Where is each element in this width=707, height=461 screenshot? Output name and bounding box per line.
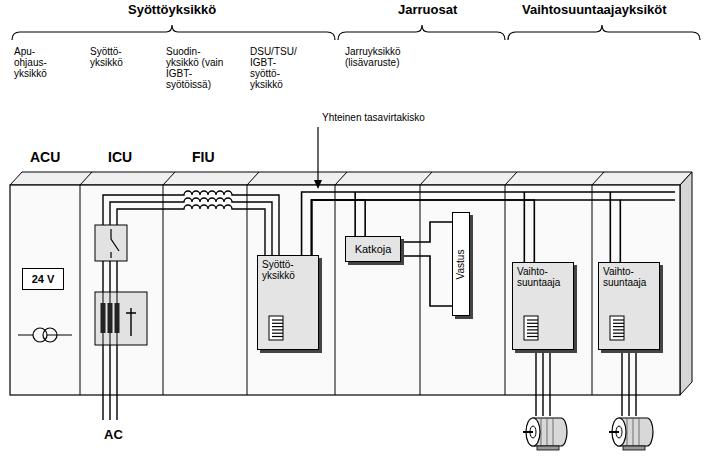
section-heading: FIU (192, 150, 215, 165)
part-label: Syöttö- yksikkö (90, 46, 123, 68)
bus-conductor (401, 256, 452, 306)
module-icon (609, 315, 633, 341)
module-outline (269, 316, 283, 340)
label-anchor: ICU (108, 150, 132, 165)
label-anchor: DSU/TSU/ IGBT- syöttö- yksikkö (250, 46, 297, 90)
fuse (108, 303, 113, 333)
section-heading: ACU (30, 150, 60, 165)
label-anchor: Suodin- yksikkö (vain IGBT- syötöissä) (166, 46, 234, 90)
label-anchor: AC (104, 428, 123, 442)
main-switch (95, 225, 127, 261)
label-anchor: ACU (30, 150, 60, 165)
dc-bus (620, 199, 675, 201)
section-heading: ICU (108, 150, 132, 165)
module-plate (272, 336, 283, 337)
bus-conductor (354, 192, 356, 236)
switch-symbol (111, 229, 119, 258)
ac-wire (110, 198, 272, 255)
label-anchor: Syöttö- yksikkö (90, 46, 123, 68)
ac-wire (103, 261, 117, 292)
section-heading: AC (104, 428, 123, 442)
motor (523, 418, 567, 450)
unit-name: Vaihto- suuntaaja (513, 263, 564, 291)
resistor-box: Vastus (452, 212, 470, 316)
fuse-unit (95, 292, 147, 345)
fuse (115, 303, 120, 333)
bus-conductor (524, 192, 526, 262)
module-plate (613, 336, 624, 337)
part-label: Suodin- yksikkö (vain IGBT- syötöissä) (166, 46, 234, 90)
unit-name: Katkoja (351, 240, 396, 258)
part-label: Yhteinen tasavirtakisko (322, 112, 425, 123)
module-plate (527, 336, 538, 337)
unit-box: Vaihto- suuntaaja (598, 262, 660, 350)
transformer-coil (43, 328, 57, 342)
unit-name: 24 V (28, 270, 59, 288)
module-plate (272, 323, 283, 324)
module-plate (527, 323, 538, 324)
module-plate (613, 323, 624, 324)
group-bracket (508, 25, 700, 40)
ac-wire (103, 191, 279, 255)
label-anchor: Jarruosat (398, 3, 457, 17)
label-anchor: Yhteinen tasavirtakisko (322, 112, 425, 123)
label-anchor: Syöttöyksikkö (128, 3, 216, 17)
module-plate (613, 326, 624, 327)
unit-name: Vastus (456, 249, 467, 279)
unit-box: Syöttö- yksikkö (257, 255, 319, 350)
module-outline (610, 316, 624, 340)
cabinet-side (680, 172, 692, 395)
motor-cable (622, 350, 636, 416)
cabinet-divider (80, 172, 604, 395)
module-plate (527, 319, 538, 320)
unit-box: 24 V (22, 268, 64, 290)
module-plate (272, 333, 283, 334)
label-anchor: Apu- ohjaus- yksikkö (14, 46, 47, 79)
module-plate (527, 326, 538, 327)
module-plate (527, 329, 538, 330)
label-anchor: FIU (192, 150, 215, 165)
motor (609, 418, 653, 450)
module-plate (527, 333, 538, 334)
module-icon (523, 315, 547, 341)
bus-connector (401, 222, 452, 242)
unit-box: Vaihto- suuntaaja (512, 262, 574, 350)
ac-wire (117, 205, 265, 255)
bus-connector (312, 200, 535, 262)
bus-conductor (610, 192, 612, 262)
arrow-head (314, 180, 322, 189)
group-bracket (12, 25, 335, 40)
part-label: Apu- ohjaus- yksikkö (14, 46, 47, 79)
module-plate (613, 333, 624, 334)
cabinet-top (10, 172, 692, 185)
section-heading: Syöttöyksikkö (128, 3, 216, 17)
unit-box: Katkoja (345, 236, 401, 262)
module-plate (272, 329, 283, 330)
module-plate (613, 329, 624, 330)
fuse-mark (126, 308, 136, 336)
unit-name: Syöttö- yksikkö (258, 256, 299, 284)
module-plate (613, 319, 624, 320)
label-anchor: Jarruyksikkö (lisävaruste) (345, 46, 401, 68)
part-label: DSU/TSU/ IGBT- syöttö- yksikkö (250, 46, 297, 90)
pointer-arrow (317, 127, 318, 181)
fuse (101, 303, 106, 333)
section-heading: Jarruosat (398, 3, 457, 17)
label-anchor: Vaihtosuuntaajayksiköt (522, 3, 667, 17)
unit-name: Vaihto- suuntaaja (599, 263, 650, 291)
ac-input-wire (103, 345, 117, 420)
group-bracket (338, 25, 505, 40)
module-plate (272, 326, 283, 327)
module-plate (272, 319, 283, 320)
module-outline (524, 316, 538, 340)
module-icon (268, 315, 292, 341)
motor-cable (536, 350, 550, 416)
section-heading: Vaihtosuuntaajayksiköt (522, 3, 667, 17)
part-label: Jarruyksikkö (lisävaruste) (345, 46, 401, 68)
